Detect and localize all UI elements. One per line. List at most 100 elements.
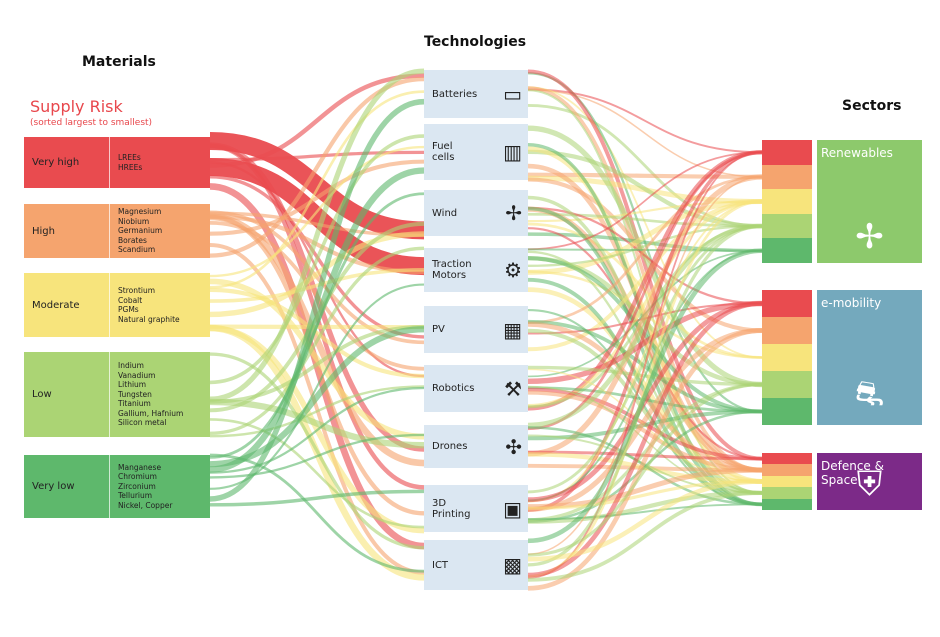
drone-icon: ✣ — [505, 434, 522, 459]
material-list: Magnesium Niobium Germanium Borates Scan… — [118, 207, 163, 255]
technology-3d-printing: 3D Printing ▣ — [424, 485, 528, 532]
sector-renewables: Renewables ✢ — [817, 140, 922, 263]
flow-band — [209, 418, 425, 529]
flow-band — [527, 69, 763, 461]
risk-segment — [762, 475, 812, 488]
fuel-cell-icon: ▥ — [503, 140, 522, 164]
risk-segment — [762, 487, 812, 499]
technologies-header: Technologies — [424, 34, 527, 50]
risk-segment — [762, 317, 812, 344]
materials-header: Materials — [82, 54, 156, 70]
risk-level-label: Low — [24, 352, 110, 437]
flow-band — [209, 283, 425, 490]
flow-band — [527, 248, 763, 544]
technology-label: Drones — [432, 441, 468, 452]
motor-icon: ⚙ — [504, 258, 522, 282]
flow-band — [209, 132, 425, 240]
sector-label: e-mobility — [821, 296, 882, 310]
sectors-header: Sectors — [842, 98, 902, 114]
risk-segment — [762, 453, 812, 465]
risk-segment — [762, 398, 812, 425]
flow-band — [209, 489, 425, 507]
flow-band — [209, 385, 425, 438]
technology-robotics: Robotics ⚒ — [424, 365, 528, 412]
flow-band — [209, 161, 425, 378]
technology-label: 3D Printing — [432, 497, 471, 520]
sector-risk-stripe — [762, 290, 812, 425]
material-list: Manganese Chromium Zirconium Tellurium N… — [118, 462, 173, 510]
flow-band — [527, 467, 763, 510]
flow-band — [527, 382, 763, 557]
flow-band — [209, 324, 425, 404]
flow-band — [527, 212, 763, 228]
supply-risk-subtitle: (sorted largest to smallest) — [30, 118, 153, 128]
supply-risk-title: Supply Risk — [30, 97, 123, 116]
flow-band — [209, 326, 425, 468]
risk-segment — [762, 498, 812, 511]
flow-band — [209, 134, 425, 385]
battery-icon: ▭ — [503, 82, 522, 106]
technology-label: ICT — [432, 559, 449, 571]
flow-band — [209, 145, 425, 278]
flow-band — [527, 301, 763, 578]
flow-band — [527, 409, 763, 441]
flow-band — [209, 90, 425, 289]
flow-band — [527, 491, 763, 582]
technology-label: Batteries — [432, 88, 478, 100]
risk-level-label: Very low — [24, 455, 110, 518]
flow-band — [209, 287, 425, 379]
flow-band — [209, 268, 425, 303]
flow-band — [527, 390, 763, 473]
flow-band — [527, 176, 763, 555]
sector-label: Renewables — [821, 146, 893, 160]
sector-defence: Defence & Space⛨ — [817, 453, 922, 510]
flow-band — [527, 327, 763, 512]
risk-segment — [762, 344, 812, 371]
flow-band — [209, 211, 425, 238]
flow-band — [209, 278, 425, 440]
risk-segment — [762, 371, 812, 398]
flow-band — [527, 490, 763, 524]
electric-car-icon: ⛐ — [854, 374, 885, 414]
wind-turbine-icon: ✢ — [505, 201, 522, 225]
flow-band — [209, 242, 425, 575]
technology-ict: ICT ▩ — [424, 540, 528, 590]
risk-segment — [762, 213, 812, 239]
technology-traction-motors: Traction Motors ⚙ — [424, 248, 528, 292]
material-list: LREEs HREEs — [118, 153, 143, 172]
flow-band — [209, 352, 425, 550]
wind-solar-icon: ✢ — [855, 217, 884, 257]
sector-label: Defence & Space — [821, 459, 884, 487]
flow-band — [527, 172, 763, 180]
technology-label: Robotics — [432, 383, 475, 394]
flow-band — [527, 200, 763, 503]
flow-band — [527, 175, 763, 324]
3d-printer-icon: ▣ — [503, 496, 522, 521]
risk-segment — [762, 140, 812, 165]
technology-label: Traction Motors — [432, 259, 472, 281]
technology-drones: Drones ✣ — [424, 425, 528, 468]
sector-risk-stripe — [762, 140, 812, 263]
risk-segment — [762, 464, 812, 476]
sector-risk-stripe — [762, 453, 812, 511]
robot-arm-icon: ⚒ — [504, 376, 522, 401]
risk-segment — [762, 290, 812, 317]
technology-label: Fuel cells — [432, 141, 455, 163]
flow-band — [527, 410, 763, 523]
chip-icon: ▩ — [503, 553, 522, 577]
technology-pv: PV▦ — [424, 306, 528, 353]
flow-band — [209, 386, 425, 474]
flow-band — [209, 398, 425, 449]
flow-band — [209, 453, 425, 573]
flow-band — [527, 149, 763, 229]
flow-band — [209, 231, 425, 318]
sector-e-mobility: e-mobility ⛐ — [817, 290, 922, 425]
risk-segment — [762, 164, 812, 190]
risk-segment — [762, 189, 812, 214]
